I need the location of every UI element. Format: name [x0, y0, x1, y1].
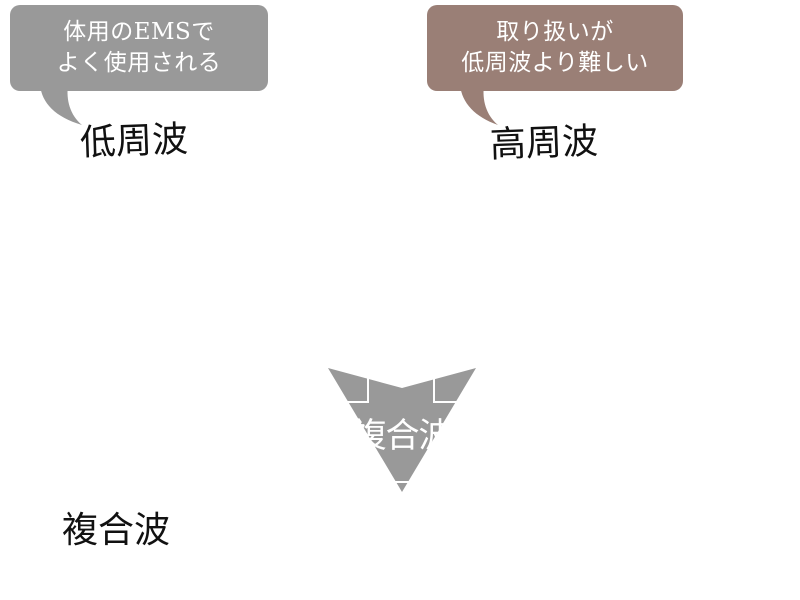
callout-ems-line-1: 体用のEMSで — [63, 19, 215, 45]
callout-tail-right — [460, 85, 498, 125]
callout-bubble-ems: 体用のEMSで よく使用される — [10, 5, 268, 91]
label-composite-wave: 複合波 — [62, 510, 171, 551]
callout-tail-left — [40, 85, 82, 125]
callout-difficulty-line-1: 取り扱いが — [496, 19, 614, 45]
callout-bubble-difficulty: 取り扱いが 低周波より難しい — [427, 5, 683, 91]
label-low-frequency: 低周波 — [79, 119, 189, 164]
callout-ems-line-2: よく使用される — [56, 50, 222, 76]
label-high-frequency: 高周波 — [489, 121, 599, 166]
composite-arrow-badge: 複合波 — [328, 362, 476, 494]
arrowhead-shape — [328, 368, 476, 492]
badge-text: 複合波 — [352, 416, 453, 456]
callout-difficulty-line-2: 低周波より難しい — [461, 50, 649, 76]
